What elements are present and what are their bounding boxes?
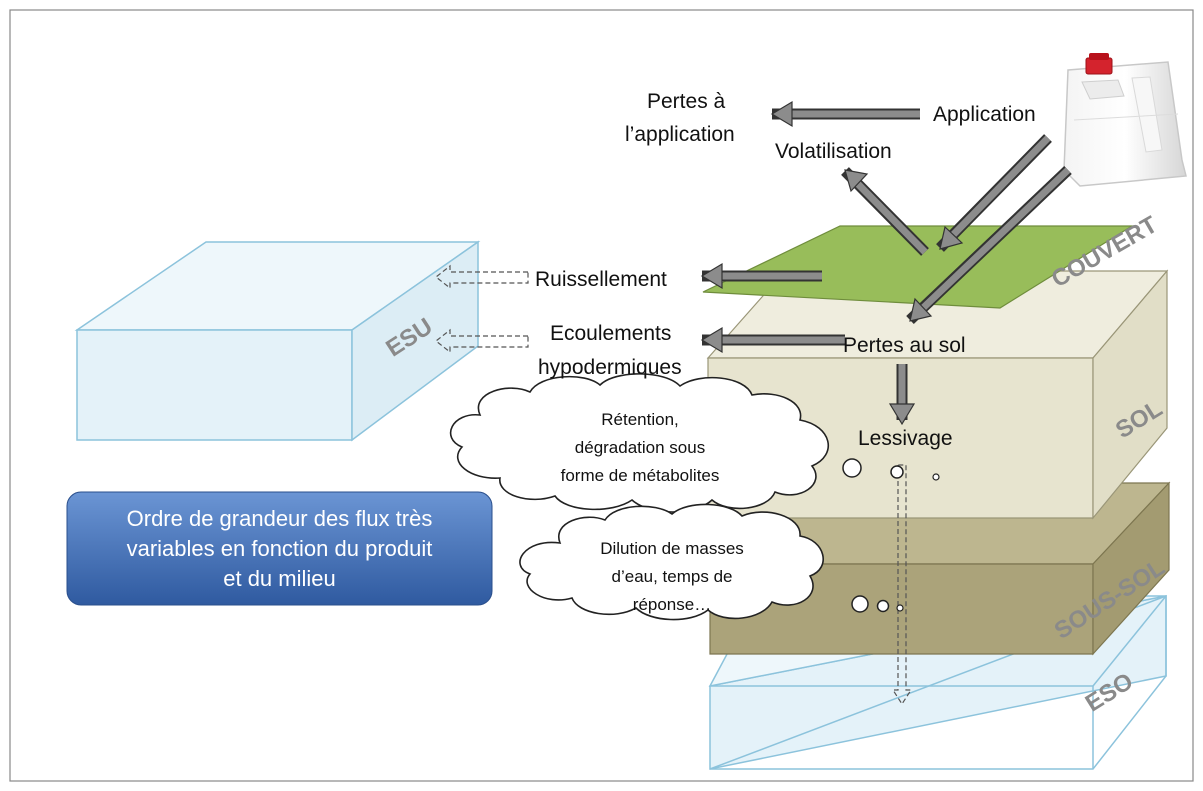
info-box-line3: et du milieu (223, 565, 336, 591)
bubble (876, 599, 890, 613)
arrow-heads (700, 100, 964, 426)
label-ecoulements-1: Ecoulements (550, 322, 671, 345)
info-box (66, 491, 493, 606)
info-box-text: Ordre de grandeur des flux très variable… (67, 492, 492, 605)
bubble (890, 465, 904, 479)
bubble (851, 595, 869, 613)
info-box-line1: Ordre de grandeur des flux très (126, 505, 433, 531)
esu-block (74, 240, 481, 442)
info-box-line2: variables en fonction du produit (126, 535, 433, 561)
jerrycan-icon (1063, 53, 1187, 187)
label-pertes-application-1: Pertes à (647, 90, 726, 113)
cloud-retention (449, 373, 830, 513)
label-application: Application (933, 103, 1036, 126)
cloud-dilution-line2: d’eau, temps de (612, 567, 733, 586)
cloud-retention-line3: forme de métabolites (561, 466, 720, 485)
cloud-retention-line2: dégradation sous (575, 438, 705, 457)
cloud-dilution-line3: réponse… (633, 595, 711, 614)
cloud-dilution (519, 503, 824, 621)
label-ecoulements-2: hypodermiques (538, 356, 682, 379)
couvert-plane (702, 225, 1135, 309)
dashed-arrow-eso (891, 464, 913, 706)
label-ruissellement: Ruissellement (535, 268, 667, 291)
bubble (842, 458, 862, 478)
bubble (896, 604, 904, 612)
bubble (932, 473, 940, 481)
label-lessivage: Lessivage (858, 427, 953, 450)
label-volatilisation: Volatilisation (775, 140, 892, 163)
cloud-dilution-line1: Dilution de masses (600, 539, 744, 558)
flux-arrows (720, 110, 1071, 405)
label-pertes-au-sol: Pertes au sol (843, 334, 966, 357)
label-pertes-application-2: l’application (625, 123, 735, 146)
cloud-retention-line1: Rétention, (601, 410, 679, 429)
